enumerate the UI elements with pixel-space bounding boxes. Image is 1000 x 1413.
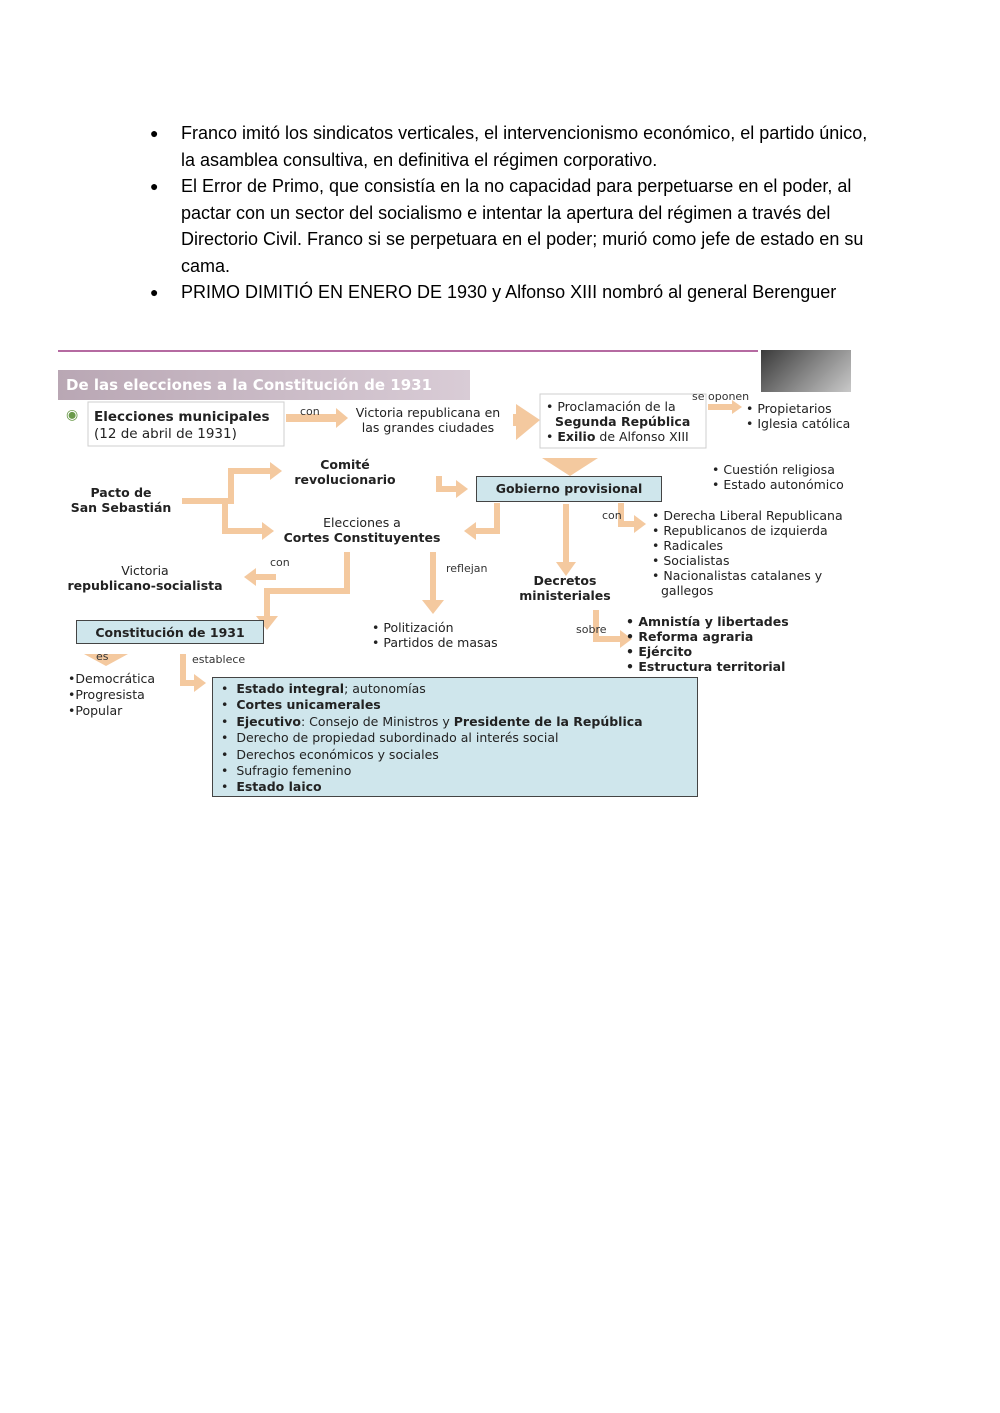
- arrow-head: [620, 630, 632, 648]
- proclamacion-list: • Proclamación de la Segunda República •…: [546, 399, 691, 444]
- arrow-head: [732, 400, 742, 414]
- portrait-photo: [761, 350, 851, 392]
- label-establece: establece: [192, 653, 246, 666]
- arrow-head: [244, 568, 256, 586]
- gobierno-provisional-box: Gobierno provisional: [476, 476, 662, 502]
- label-con: con: [300, 405, 320, 418]
- arrow-pacto: [182, 498, 232, 504]
- bullet-item: ●El Error de Primo, que consistía en la …: [150, 173, 870, 279]
- establece-list: • Estado integral; autonomías • Cortes u…: [221, 681, 643, 795]
- bullet-dot-icon: ●: [150, 178, 159, 194]
- arrow-head: [464, 522, 476, 540]
- decretos-temas-list: • Amnistía y libertades • Reforma agrari…: [626, 614, 789, 674]
- bullet-item: ●PRIMO DIMITIÓ EN ENERO DE 1930 y Alfons…: [150, 279, 870, 306]
- label-es: es: [96, 650, 109, 663]
- arrow-down-gobierno: [542, 458, 598, 476]
- label-con-2: con: [602, 509, 622, 522]
- elecciones-fecha: (12 de abril de 1931): [94, 426, 237, 442]
- arrow-head: [556, 562, 576, 576]
- arrow-head: [336, 408, 348, 428]
- green-dot-icon: ◉: [66, 407, 79, 423]
- label-se-oponen: se oponen: [692, 390, 750, 403]
- label-con-3: con: [270, 556, 290, 569]
- bullet-list: ●Franco imitó los sindicatos verticales,…: [150, 120, 870, 306]
- bullet-item: ●Franco imitó los sindicatos verticales,…: [150, 120, 870, 173]
- proclamacion-frame: [539, 393, 707, 449]
- elecciones-frame: [87, 401, 285, 447]
- problemas-list: • Cuestión religiosa • Estado autonómico: [712, 462, 844, 492]
- arrow-head: [262, 522, 274, 540]
- arrow-se-oponen: [708, 404, 732, 410]
- arrow-head: [634, 515, 646, 533]
- establece-box: • Estado integral; autonomías • Cortes u…: [212, 677, 698, 797]
- constitucion-box: Constitución de 1931: [76, 620, 264, 644]
- oponentes-list: • Propietarios • Iglesia católica: [746, 401, 851, 431]
- arrow-head: [422, 600, 444, 614]
- gobierno-provisional: Gobierno provisional: [495, 481, 643, 496]
- arrow-head: [256, 616, 278, 630]
- constitucion-1931: Constitución de 1931: [95, 625, 245, 640]
- caracter-list: •Democrática •Progresista •Popular: [68, 671, 156, 718]
- arrow-es: [84, 654, 128, 666]
- efectos-list: • Politización • Partidos de masas: [372, 620, 498, 650]
- elecciones-municipales: Elecciones municipales: [94, 409, 270, 425]
- diagram-arrows: [58, 350, 758, 692]
- diagram-title: De las elecciones a la Constitución de 1…: [66, 376, 433, 394]
- arrow-head: [456, 480, 468, 498]
- concept-diagram: De las elecciones a la Constitución de 1…: [58, 348, 854, 800]
- label-sobre: sobre: [576, 623, 607, 636]
- diagram-title-band: De las elecciones a la Constitución de 1…: [58, 370, 470, 400]
- arrow-con-1: [286, 414, 336, 422]
- bullet-dot-icon: ●: [150, 125, 159, 141]
- arrow-head: [270, 462, 282, 480]
- partidos-list: • Derecha Liberal Republicana • Republic…: [652, 508, 843, 598]
- arrow-head: [194, 674, 206, 692]
- bullet-dot-icon: ●: [150, 284, 159, 300]
- label-reflejan: reflejan: [446, 562, 488, 575]
- arrow-head: [516, 404, 540, 440]
